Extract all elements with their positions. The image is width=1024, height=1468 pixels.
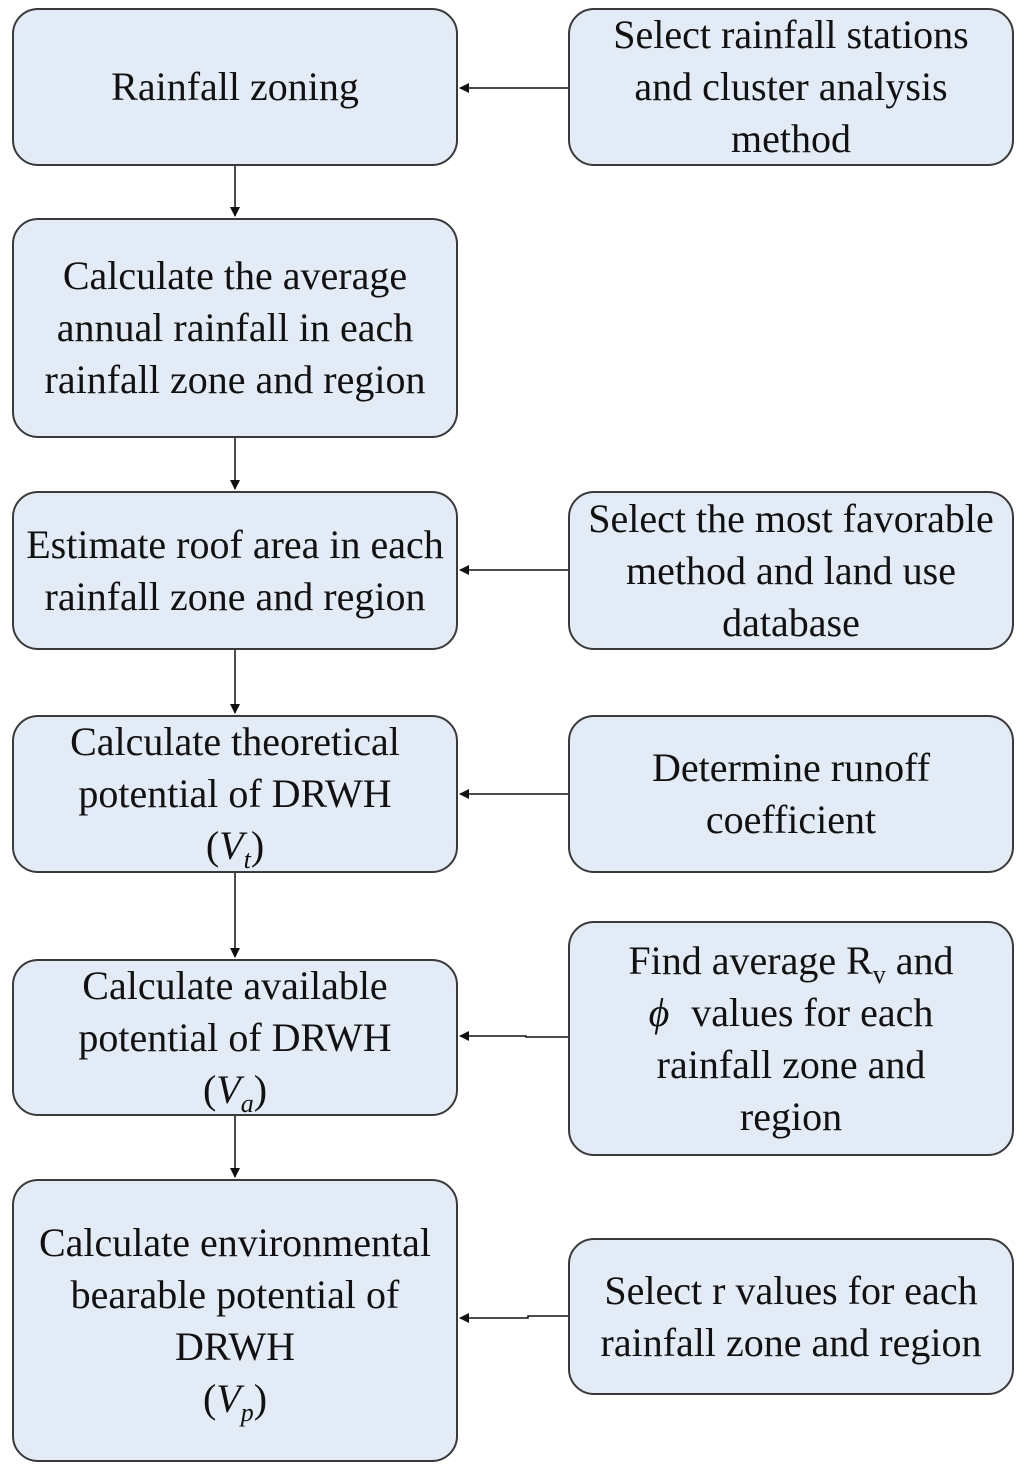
input-rainfall-stations: Select rainfall stations and cluster ana… (568, 8, 1014, 166)
variable-symbol: V (219, 823, 244, 868)
step-average-annual-rainfall: Calculate the average annual rainfall in… (12, 218, 458, 438)
variable-symbol: V (216, 1375, 241, 1421)
variable-va: (Va) (202, 1066, 268, 1118)
input-label: Select rainfall stations and cluster ana… (613, 12, 969, 161)
step-environmental-bearable-potential: Calculate environmental bearable potenti… (12, 1179, 458, 1462)
variable-vp: (Vp) (202, 1375, 268, 1427)
input-label: Select r values for each rainfall zone a… (600, 1267, 982, 1365)
step-label: Calculate available potential of DRWH (78, 962, 392, 1060)
step-estimate-roof-area: Estimate roof area in each rainfall zone… (12, 491, 458, 650)
input-label: Determine runoff coefficient (651, 745, 931, 842)
step-available-potential: Calculate available potential of DRWH (V… (12, 959, 458, 1116)
rv-subscript: v (872, 959, 886, 989)
variable-symbol: V (216, 1066, 241, 1112)
variable-vt: (Vt) (205, 823, 265, 874)
phi-symbol: ϕ (648, 989, 670, 1035)
step-label: Rainfall zoning (111, 64, 359, 109)
step-label: Calculate environmental bearable potenti… (38, 1219, 432, 1369)
step-label: Calculate theoretical potential of DRWH (70, 719, 400, 816)
step-label: Calculate the average annual rainfall in… (44, 253, 426, 402)
variable-subscript: p (240, 1397, 254, 1427)
input-label-line1: Find average Rv and (628, 937, 954, 989)
step-theoretical-potential: Calculate theoretical potential of DRWH … (12, 715, 458, 873)
variable-subscript: a (240, 1088, 254, 1118)
input-favorable-method: Select the most favorable method and lan… (568, 491, 1014, 650)
arrow-input4-to-step5 (459, 1031, 568, 1041)
input-runoff-coefficient: Determine runoff coefficient (568, 715, 1014, 873)
step-label: Estimate roof area in each rainfall zone… (26, 521, 444, 619)
variable-subscript: t (243, 845, 251, 874)
input-r-values: Select r values for each rainfall zone a… (568, 1238, 1014, 1395)
step-rainfall-zoning: Rainfall zoning (12, 8, 458, 166)
input-label: Select the most favorable method and lan… (588, 495, 994, 645)
arrow-input5-to-step6 (459, 1313, 568, 1323)
